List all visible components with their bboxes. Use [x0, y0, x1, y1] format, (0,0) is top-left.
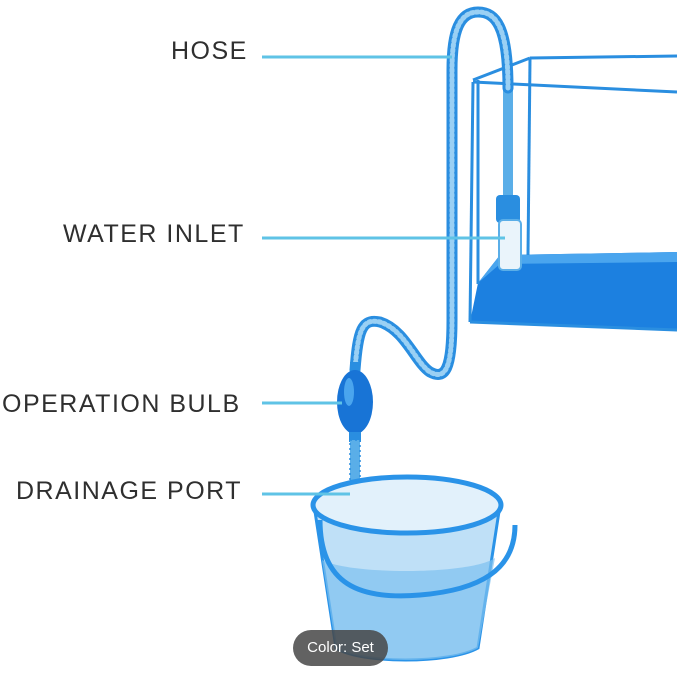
label-operation-bulb: OPERATION BULB — [2, 390, 241, 418]
tank-water — [470, 252, 677, 330]
label-drainage-port: DRAINAGE PORT — [16, 477, 243, 505]
operation-bulb — [337, 362, 373, 442]
tank-frame — [468, 54, 677, 332]
bucket-rim — [310, 474, 504, 536]
label-water-inlet: WATER INLET — [63, 220, 245, 248]
color-selector-badge[interactable]: Color: Set — [293, 630, 388, 666]
bucket-handle — [317, 519, 518, 599]
hose-tube — [349, 6, 514, 380]
water-inlet-tube — [496, 82, 522, 271]
aquarium-tank — [468, 54, 677, 332]
label-hose: HOSE — [171, 37, 248, 65]
leader-lines — [262, 55, 505, 496]
